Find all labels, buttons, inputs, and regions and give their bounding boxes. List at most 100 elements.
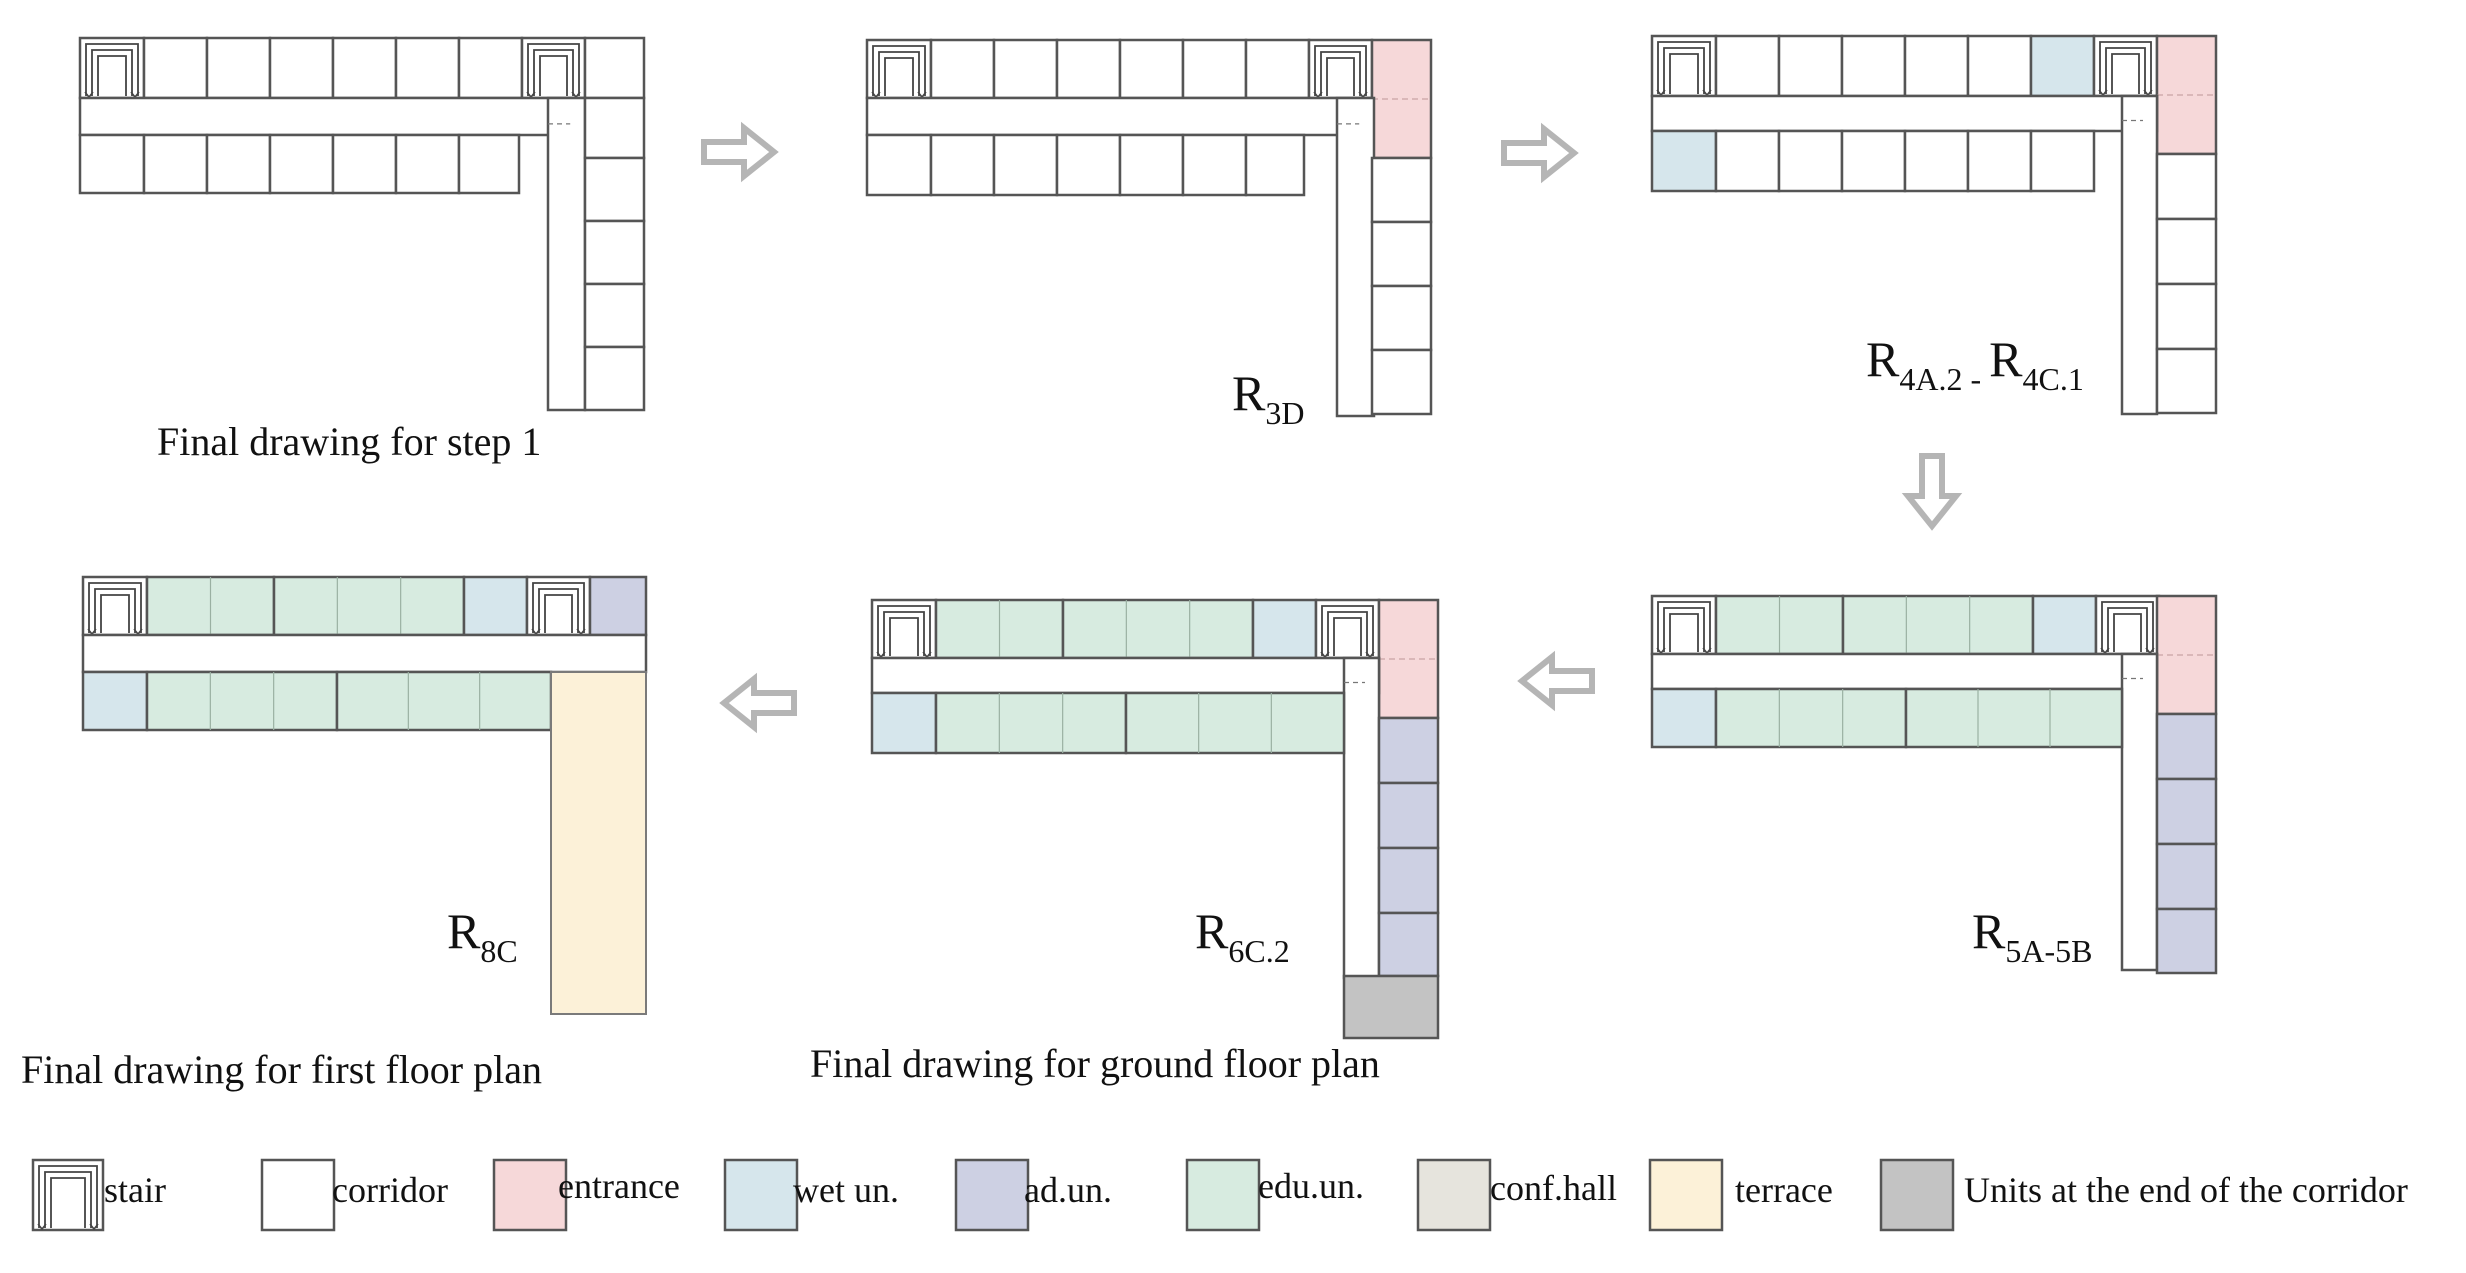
p3-right-0 — [2155, 152, 2218, 221]
p2-bot-1 — [929, 133, 996, 197]
stair-frame — [81, 575, 149, 637]
stair-line — [877, 605, 931, 656]
corridor-horizontal — [1650, 652, 2159, 691]
stair-line — [532, 582, 585, 633]
rule-label-r5: R5A-5B — [1972, 903, 2093, 969]
stair-line — [1657, 41, 1711, 94]
p3-right-2 — [2155, 282, 2218, 351]
p1-top-6 — [457, 36, 524, 100]
p3-bot-4 — [1903, 129, 1970, 193]
stair-line — [883, 611, 925, 656]
stair-line — [100, 594, 130, 633]
p2-right-3 — [1370, 348, 1433, 416]
p3-top-1 — [1714, 34, 1781, 98]
corridor-joint — [2124, 98, 2155, 129]
p3-bot-5 — [1966, 129, 2033, 193]
rule-label-r3d: R3D — [1232, 365, 1305, 431]
p2-bot-2 — [992, 133, 1059, 197]
p1-bot-6 — [457, 133, 521, 195]
p4-bot-edu2 — [1904, 687, 2124, 749]
p1-bot-1 — [142, 133, 209, 195]
corridor-vertical — [1342, 656, 1381, 980]
stair-frame — [31, 1158, 105, 1232]
p3-bot-3 — [1840, 129, 1907, 193]
p1-bot-4 — [331, 133, 398, 195]
stair-line — [884, 57, 914, 96]
p1-top-3 — [268, 36, 335, 100]
stair-frame — [1314, 598, 1381, 660]
legend-wet-swatch — [723, 1158, 799, 1232]
p2-bot-3 — [1055, 133, 1122, 197]
p4-right-2 — [2155, 842, 2218, 911]
plan-r4 — [1650, 34, 2218, 416]
legend-edu-swatch — [1185, 1158, 1261, 1232]
legend-end-units-swatch — [1879, 1158, 1955, 1232]
stair-line — [1314, 45, 1367, 96]
legend-edu-label: edu.un. — [1258, 1166, 1364, 1206]
plan-r3d — [865, 38, 1433, 418]
rule-label-r6: R6C.2 — [1195, 903, 1290, 969]
arrow-down-icon — [1901, 453, 1963, 531]
stair-frame — [1307, 38, 1374, 100]
stair-line — [1321, 605, 1374, 656]
legend-end-units-label: Units at the end of the corridor — [1964, 1170, 2408, 1210]
stair-frame — [2094, 594, 2161, 656]
p1-top-1 — [142, 36, 209, 100]
p1-right-0 — [583, 96, 646, 160]
p1-bot-0 — [78, 133, 146, 195]
p5-top-3 — [1251, 598, 1318, 660]
p2-top-6 — [1244, 38, 1311, 100]
p6-bot-wet — [81, 670, 149, 732]
stair-line — [538, 588, 579, 633]
caption-first-floor: Final drawing for first floor plan — [21, 1047, 542, 1092]
corridor-joint — [2124, 656, 2155, 687]
caption-step1: Final drawing for step 1 — [157, 419, 542, 464]
stair-frame — [870, 598, 938, 660]
p4-top-3 — [2031, 594, 2098, 656]
corridor-joint — [550, 100, 583, 133]
p4-bot-edu1 — [1714, 687, 1908, 749]
legend-corridor-swatch — [260, 1158, 336, 1232]
legend-wet-label: wet un. — [793, 1170, 899, 1210]
p2-top-2 — [992, 38, 1059, 100]
corridor-horizontal — [865, 96, 1374, 137]
p1-bot-3 — [268, 133, 335, 195]
p5-right-1 — [1377, 781, 1440, 850]
p4-entrance — [2155, 594, 2218, 716]
stair-frame — [1650, 34, 1718, 98]
corridor-vertical — [546, 96, 587, 412]
legend-entrance-swatch — [492, 1158, 568, 1232]
p1-bot-5 — [394, 133, 461, 195]
stair-icon — [870, 598, 938, 660]
plan-step1 — [78, 36, 646, 412]
p2-bot-0 — [865, 133, 933, 197]
p2-bot-4 — [1118, 133, 1185, 197]
stair-line — [1320, 51, 1361, 96]
p3-top-3 — [1840, 34, 1907, 98]
p1-right-2 — [583, 219, 646, 286]
p6-bot-edu2 — [335, 670, 553, 732]
p2-bot-5 — [1181, 133, 1248, 197]
p4-right-3 — [2155, 907, 2218, 975]
p2-right-1 — [1370, 220, 1433, 288]
stair-icon — [81, 575, 149, 637]
p2-top-1 — [929, 38, 996, 100]
p4-top-2 — [1841, 594, 2035, 656]
stair-frame — [865, 38, 933, 100]
arrow-right-icon — [1501, 122, 1579, 184]
p1-top-4 — [331, 36, 398, 100]
stair-frame — [78, 36, 146, 100]
legend-stair-label: stair — [104, 1170, 166, 1210]
plan-r6 — [870, 598, 1440, 1040]
stair-icon — [1307, 38, 1374, 100]
p5-right-3 — [1377, 911, 1440, 978]
legend-conf-label: conf.hall — [1490, 1168, 1617, 1208]
stair-line — [1326, 57, 1355, 96]
plan-r5 — [1650, 594, 2218, 975]
stair-line — [872, 45, 926, 96]
stair-line — [2105, 47, 2146, 94]
corridor-joint — [1346, 660, 1377, 691]
p1-top-end — [583, 36, 646, 100]
stair-line — [1657, 601, 1711, 652]
stair-line — [85, 43, 139, 96]
